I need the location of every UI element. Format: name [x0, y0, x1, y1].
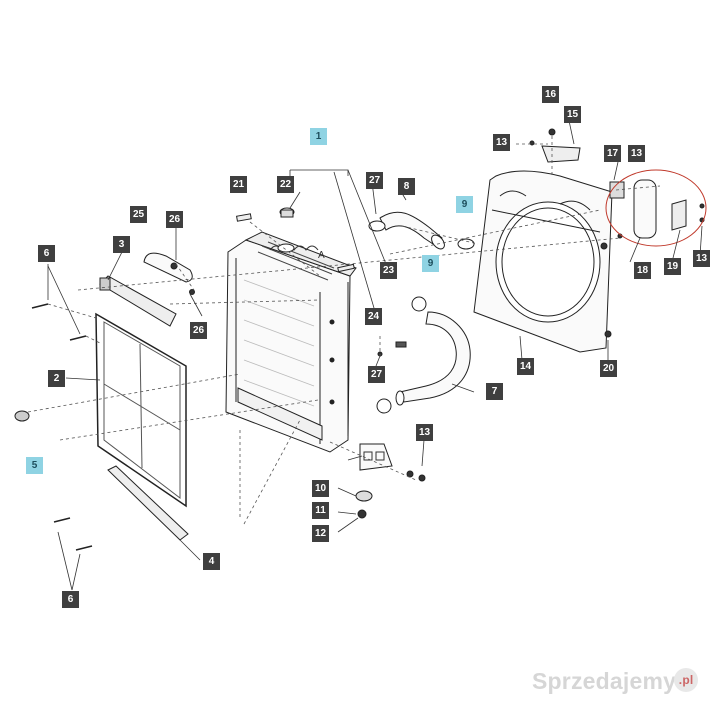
callout-6-bottom: 6: [62, 591, 79, 608]
callout-23: 23: [380, 262, 397, 279]
callout-8: 8: [398, 178, 415, 195]
bolt-24: [377, 341, 407, 357]
bolt-20: [604, 330, 612, 338]
bolts-6: [31, 303, 93, 551]
lower-mount: [355, 443, 426, 519]
knob-5: [14, 410, 30, 422]
callout-13-right: 13: [693, 250, 710, 267]
callout-2: 2: [48, 370, 65, 387]
callout-14: 14: [517, 358, 534, 375]
callout-26-bottom: 26: [190, 322, 207, 339]
drain-plug: [236, 213, 252, 222]
watermark-text: Sprzedajemy: [532, 668, 677, 694]
expansion-bottle: [609, 179, 705, 239]
handle: [143, 252, 195, 295]
watermark: Sprzedajemy.pl: [532, 668, 699, 695]
lower-hose: [395, 311, 471, 406]
callout-24: 24: [365, 308, 382, 325]
watermark-badge: .pl: [674, 668, 699, 692]
callout-3: 3: [113, 236, 130, 253]
support-bar: [99, 275, 177, 327]
radiator: [225, 231, 357, 453]
callout-6-top: 6: [38, 245, 55, 262]
callout-27-upper: 27: [366, 172, 383, 189]
callout-25: 25: [130, 206, 147, 223]
callout-12: 12: [312, 525, 329, 542]
callout-9-upper: 9: [456, 196, 473, 213]
mounting-bracket: [529, 128, 581, 163]
callout-19: 19: [664, 258, 681, 275]
callout-13-bracket: 13: [493, 134, 510, 151]
callout-26-top: 26: [166, 211, 183, 228]
hose-clamp: [368, 220, 475, 414]
callout-17: 17: [604, 145, 621, 162]
callout-7: 7: [486, 383, 503, 400]
callout-1: 1: [310, 128, 327, 145]
bottom-rail: [107, 465, 189, 541]
callout-13-bottle: 13: [628, 145, 645, 162]
radiator-cap: [279, 207, 295, 218]
callout-13-mount: 13: [416, 424, 433, 441]
callout-22: 22: [277, 176, 294, 193]
detail-letter: A: [318, 250, 325, 261]
detail-circle: [605, 169, 707, 247]
callout-18: 18: [634, 262, 651, 279]
callout-10: 10: [312, 480, 329, 497]
callout-21: 21: [230, 176, 247, 193]
upper-hose: [379, 211, 445, 250]
callout-27-lower: 27: [368, 366, 385, 383]
callout-15: 15: [564, 106, 581, 123]
callout-20: 20: [600, 360, 617, 377]
bolt-13: [600, 242, 608, 250]
callout-9-lower: 9: [422, 255, 439, 272]
callout-5: 5: [26, 457, 43, 474]
callout-11: 11: [312, 502, 329, 519]
filter-screen: [95, 312, 187, 508]
fan-shroud: [473, 170, 613, 353]
screw-23: [337, 263, 355, 273]
callout-16: 16: [542, 86, 559, 103]
callout-4: 4: [203, 553, 220, 570]
